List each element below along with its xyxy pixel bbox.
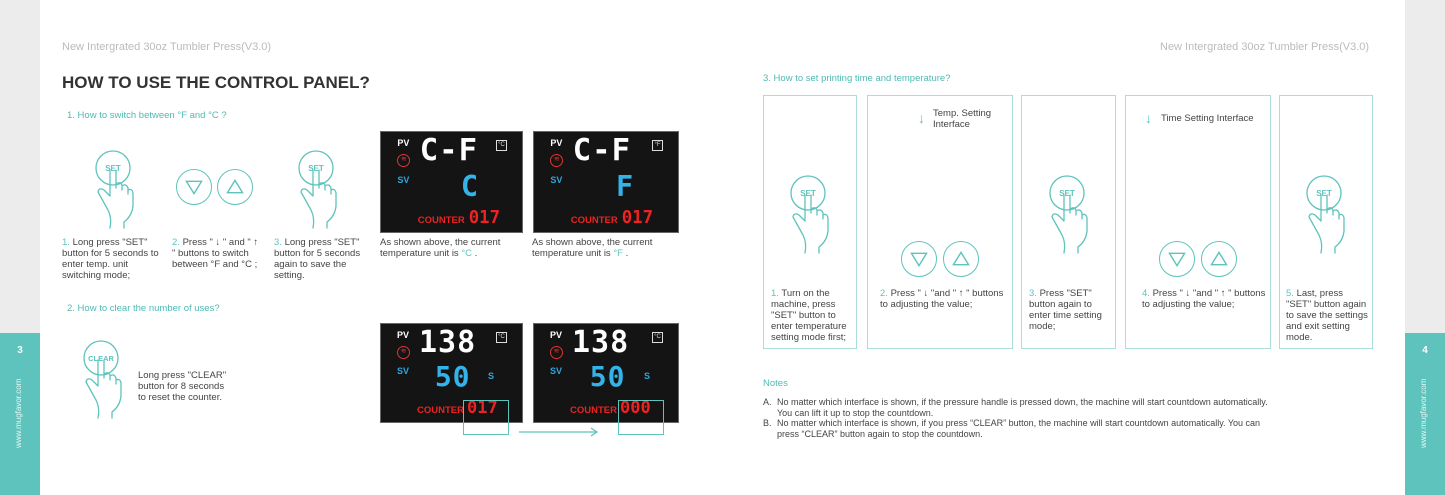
website-label: www.mugfavor.com	[1419, 378, 1428, 448]
r-step-3-text: 3. Press "SET" button again to enter tim…	[1029, 288, 1102, 332]
sv-label: SV	[397, 174, 410, 185]
counter-value: 017	[468, 207, 501, 228]
pv-label: PV	[397, 138, 410, 149]
pv-value: C-F	[419, 133, 479, 169]
celsius-caption: As shown above, the current temperature …	[380, 237, 501, 259]
step-2-text: 2. Press " ↓ " and " ↑ " buttons to swit…	[172, 237, 259, 270]
step-box-2	[867, 95, 1013, 349]
lcd-display: PV ≋ SV C-F °C C COUNTER 017	[380, 131, 523, 233]
svg-text:CLEAR: CLEAR	[88, 354, 114, 363]
counter-value: 017	[621, 207, 654, 228]
counter-value: 000	[620, 398, 651, 418]
hand-press-set-icon: SET	[298, 150, 337, 229]
pv-label: PV	[550, 138, 563, 149]
seconds-unit: S	[488, 371, 495, 381]
lcd-display: PV ≋ SV 138 °C 50 S COUNTER 017	[380, 323, 523, 423]
sv-label: SV	[550, 366, 563, 376]
svg-text:SET: SET	[800, 189, 816, 198]
step-box-3	[1021, 95, 1116, 349]
step-box-1	[763, 95, 857, 349]
down-button-icon	[176, 169, 212, 205]
counter-label: COUNTER	[417, 214, 465, 226]
arrow-down-icon: ↓	[1145, 110, 1152, 126]
doc-header: New Intergrated 30oz Tumbler Press(V3.0)	[1160, 41, 1370, 53]
svg-text:SET: SET	[105, 164, 121, 173]
left-page-tab: 3 www.mugfavor.com	[0, 333, 40, 495]
svg-text:SET: SET	[1059, 189, 1075, 198]
clear-instruction: Long press "CLEAR" button for 8 seconds …	[138, 370, 227, 403]
doc-header: New Intergrated 30oz Tumbler Press(V3.0)	[62, 41, 272, 53]
note-b: B.No matter which interface is shown, if…	[763, 418, 1261, 439]
arrow-right-icon	[519, 427, 599, 437]
counter-label: COUNTER	[570, 214, 618, 226]
sv-label: SV	[397, 366, 410, 376]
sv-value: 50	[589, 360, 626, 393]
page-number: 3	[17, 345, 23, 356]
right-page-tab: 4 www.mugfavor.com	[1405, 333, 1445, 495]
pv-value: 138	[419, 325, 477, 360]
heater-icon: ≋	[550, 346, 563, 359]
r-step-1-text: 1. Turn on the machine, press "SET" butt…	[771, 288, 847, 343]
sv-label: SV	[550, 174, 563, 185]
r-step-5-text: 5. Last, press "SET" button again to sav…	[1286, 288, 1368, 343]
hand-press-set-icon: SET	[95, 150, 134, 229]
note-a: A.No matter which interface is shown, if…	[763, 397, 1268, 418]
up-button-icon	[217, 169, 253, 205]
sv-value: C	[460, 168, 480, 203]
sv-value: F	[616, 168, 635, 203]
seconds-unit: S	[644, 371, 651, 381]
up-button-icon	[1201, 241, 1237, 277]
lcd-display: PV ≋ SV 138 °C 50 S COUNTER 000	[533, 323, 679, 423]
notes-list: A.No matter which interface is shown, if…	[763, 397, 1323, 439]
notes-heading: Notes	[763, 378, 788, 389]
unit-indicator: °C	[652, 332, 663, 343]
svg-text:SET: SET	[308, 164, 324, 173]
unit-indicator: °C	[496, 332, 507, 343]
heater-icon: ≋	[550, 154, 564, 168]
time-interface-label: Time Setting Interface	[1161, 113, 1254, 124]
counter-label: COUNTER	[570, 405, 617, 416]
svg-text:SET: SET	[1316, 189, 1332, 198]
section-2-heading: 2. How to clear the number of uses?	[67, 303, 220, 314]
heater-icon: ≋	[397, 154, 411, 168]
sv-value: 50	[434, 360, 471, 393]
counter-highlight-box	[463, 400, 509, 435]
pv-label: PV	[550, 330, 563, 340]
hand-press-set-icon: SET	[1306, 175, 1345, 254]
hand-press-clear-icon: CLEAR	[83, 340, 122, 419]
unit-indicator: °F	[652, 140, 663, 152]
hand-press-set-icon: SET	[1049, 175, 1088, 254]
temp-interface-label: Temp. Setting Interface	[933, 108, 992, 130]
pv-label: PV	[397, 330, 410, 340]
up-button-icon	[943, 241, 979, 277]
step-3-text: 3. Long press "SET" button for 5 seconds…	[274, 237, 361, 281]
step-box-4	[1125, 95, 1271, 349]
down-button-icon	[901, 241, 937, 277]
counter-label: COUNTER	[417, 405, 464, 416]
section-1-heading: 1. How to switch between °F and °C ?	[67, 110, 227, 121]
r-step-4-text: 4. Press " ↓ "and " ↑ " buttons to adjus…	[1142, 288, 1266, 310]
page-title: HOW TO USE THE CONTROL PANEL?	[62, 73, 370, 92]
r-step-2-text: 2. Press " ↓ "and " ↑ " buttons to adjus…	[880, 288, 1004, 310]
lcd-display: PV ≋ SV C-F °F F COUNTER 017	[533, 131, 679, 233]
unit-indicator: °C	[496, 140, 507, 152]
website-label: www.mugfavor.com	[14, 378, 23, 448]
step-box-5	[1279, 95, 1373, 349]
right-page	[722, 0, 1405, 495]
heater-icon: ≋	[397, 346, 410, 359]
step-1-text: 1. Long press "SET" button for 5 seconds…	[62, 237, 159, 281]
pv-value: C-F	[572, 133, 632, 169]
counter-value: 017	[467, 398, 498, 418]
down-button-icon	[1159, 241, 1195, 277]
page-number: 4	[1422, 345, 1428, 356]
arrow-down-icon: ↓	[918, 110, 925, 126]
fahrenheit-caption: As shown above, the current temperature …	[532, 237, 653, 259]
counter-highlight-box	[618, 400, 664, 435]
hand-press-set-icon: SET	[790, 175, 829, 254]
pv-value: 138	[572, 325, 630, 360]
section-3-heading: 3. How to set printing time and temperat…	[763, 73, 951, 84]
